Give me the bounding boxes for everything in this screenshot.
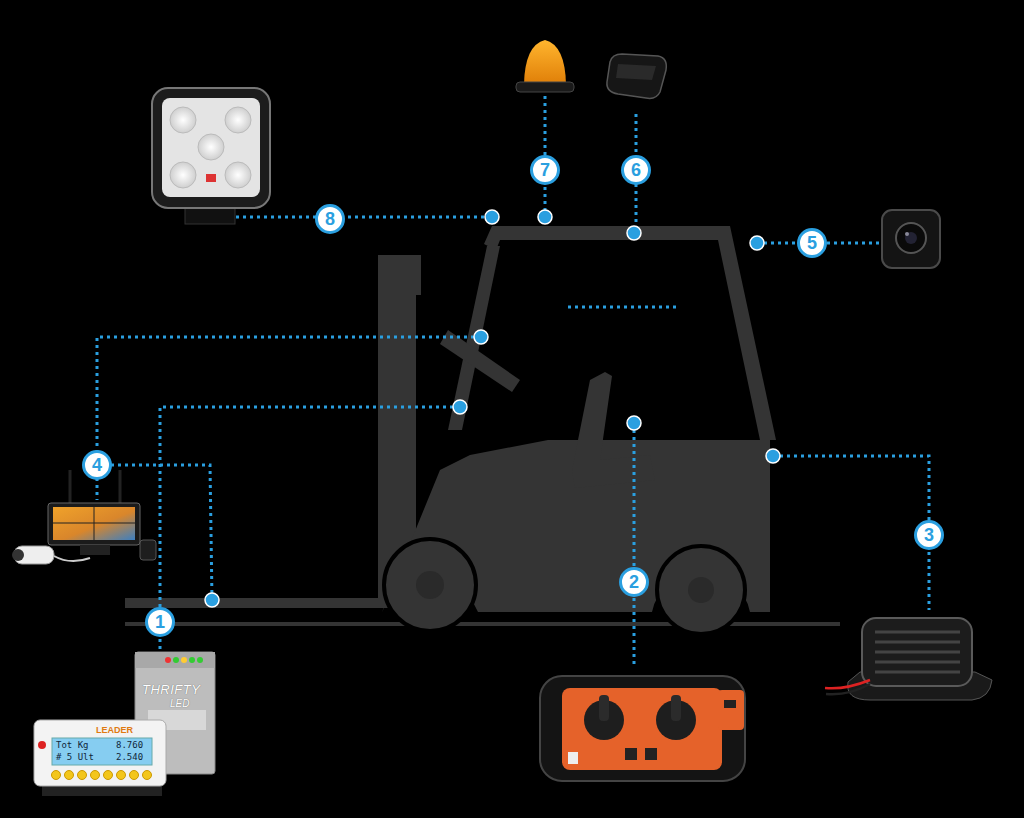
callout-number: 5 [807,234,817,252]
callout-circle: 2 [619,567,649,597]
model-text: LED [170,699,189,709]
display-text: Tot Kg [56,741,89,750]
brand-text: THRIFTY [142,683,200,696]
callout-circle: 6 [621,155,651,185]
callout-circle: 7 [530,155,560,185]
callout-number: 7 [540,161,550,179]
camera [882,210,940,268]
callout-circle: 4 [82,450,112,480]
callout-number: 3 [924,526,934,544]
callout-circle: 5 [797,228,827,258]
connection-dots [205,210,780,607]
callout-circle: 8 [315,204,345,234]
remote-control [540,676,745,781]
leader-lines [97,96,929,668]
callout-number: 6 [631,161,641,179]
callout-number: 1 [155,613,165,631]
work-light [152,88,270,224]
beacon-light [516,40,574,92]
forklift-wheels [384,539,745,634]
display-text: 2.540 [116,753,143,762]
proximity-sensor [607,54,666,98]
display-text: 8.760 [116,741,143,750]
brand-text: LEADER [96,726,133,735]
callout-circle: 3 [914,520,944,550]
reversing-buzzer [825,618,992,700]
callout-number: 8 [325,210,335,228]
monitor-kit [12,470,156,564]
callout-circle: 1 [145,607,175,637]
callout-number: 2 [629,573,639,591]
controller-devices [34,652,215,796]
display-text: # 5 Ult [56,753,94,762]
callout-number: 4 [92,456,102,474]
